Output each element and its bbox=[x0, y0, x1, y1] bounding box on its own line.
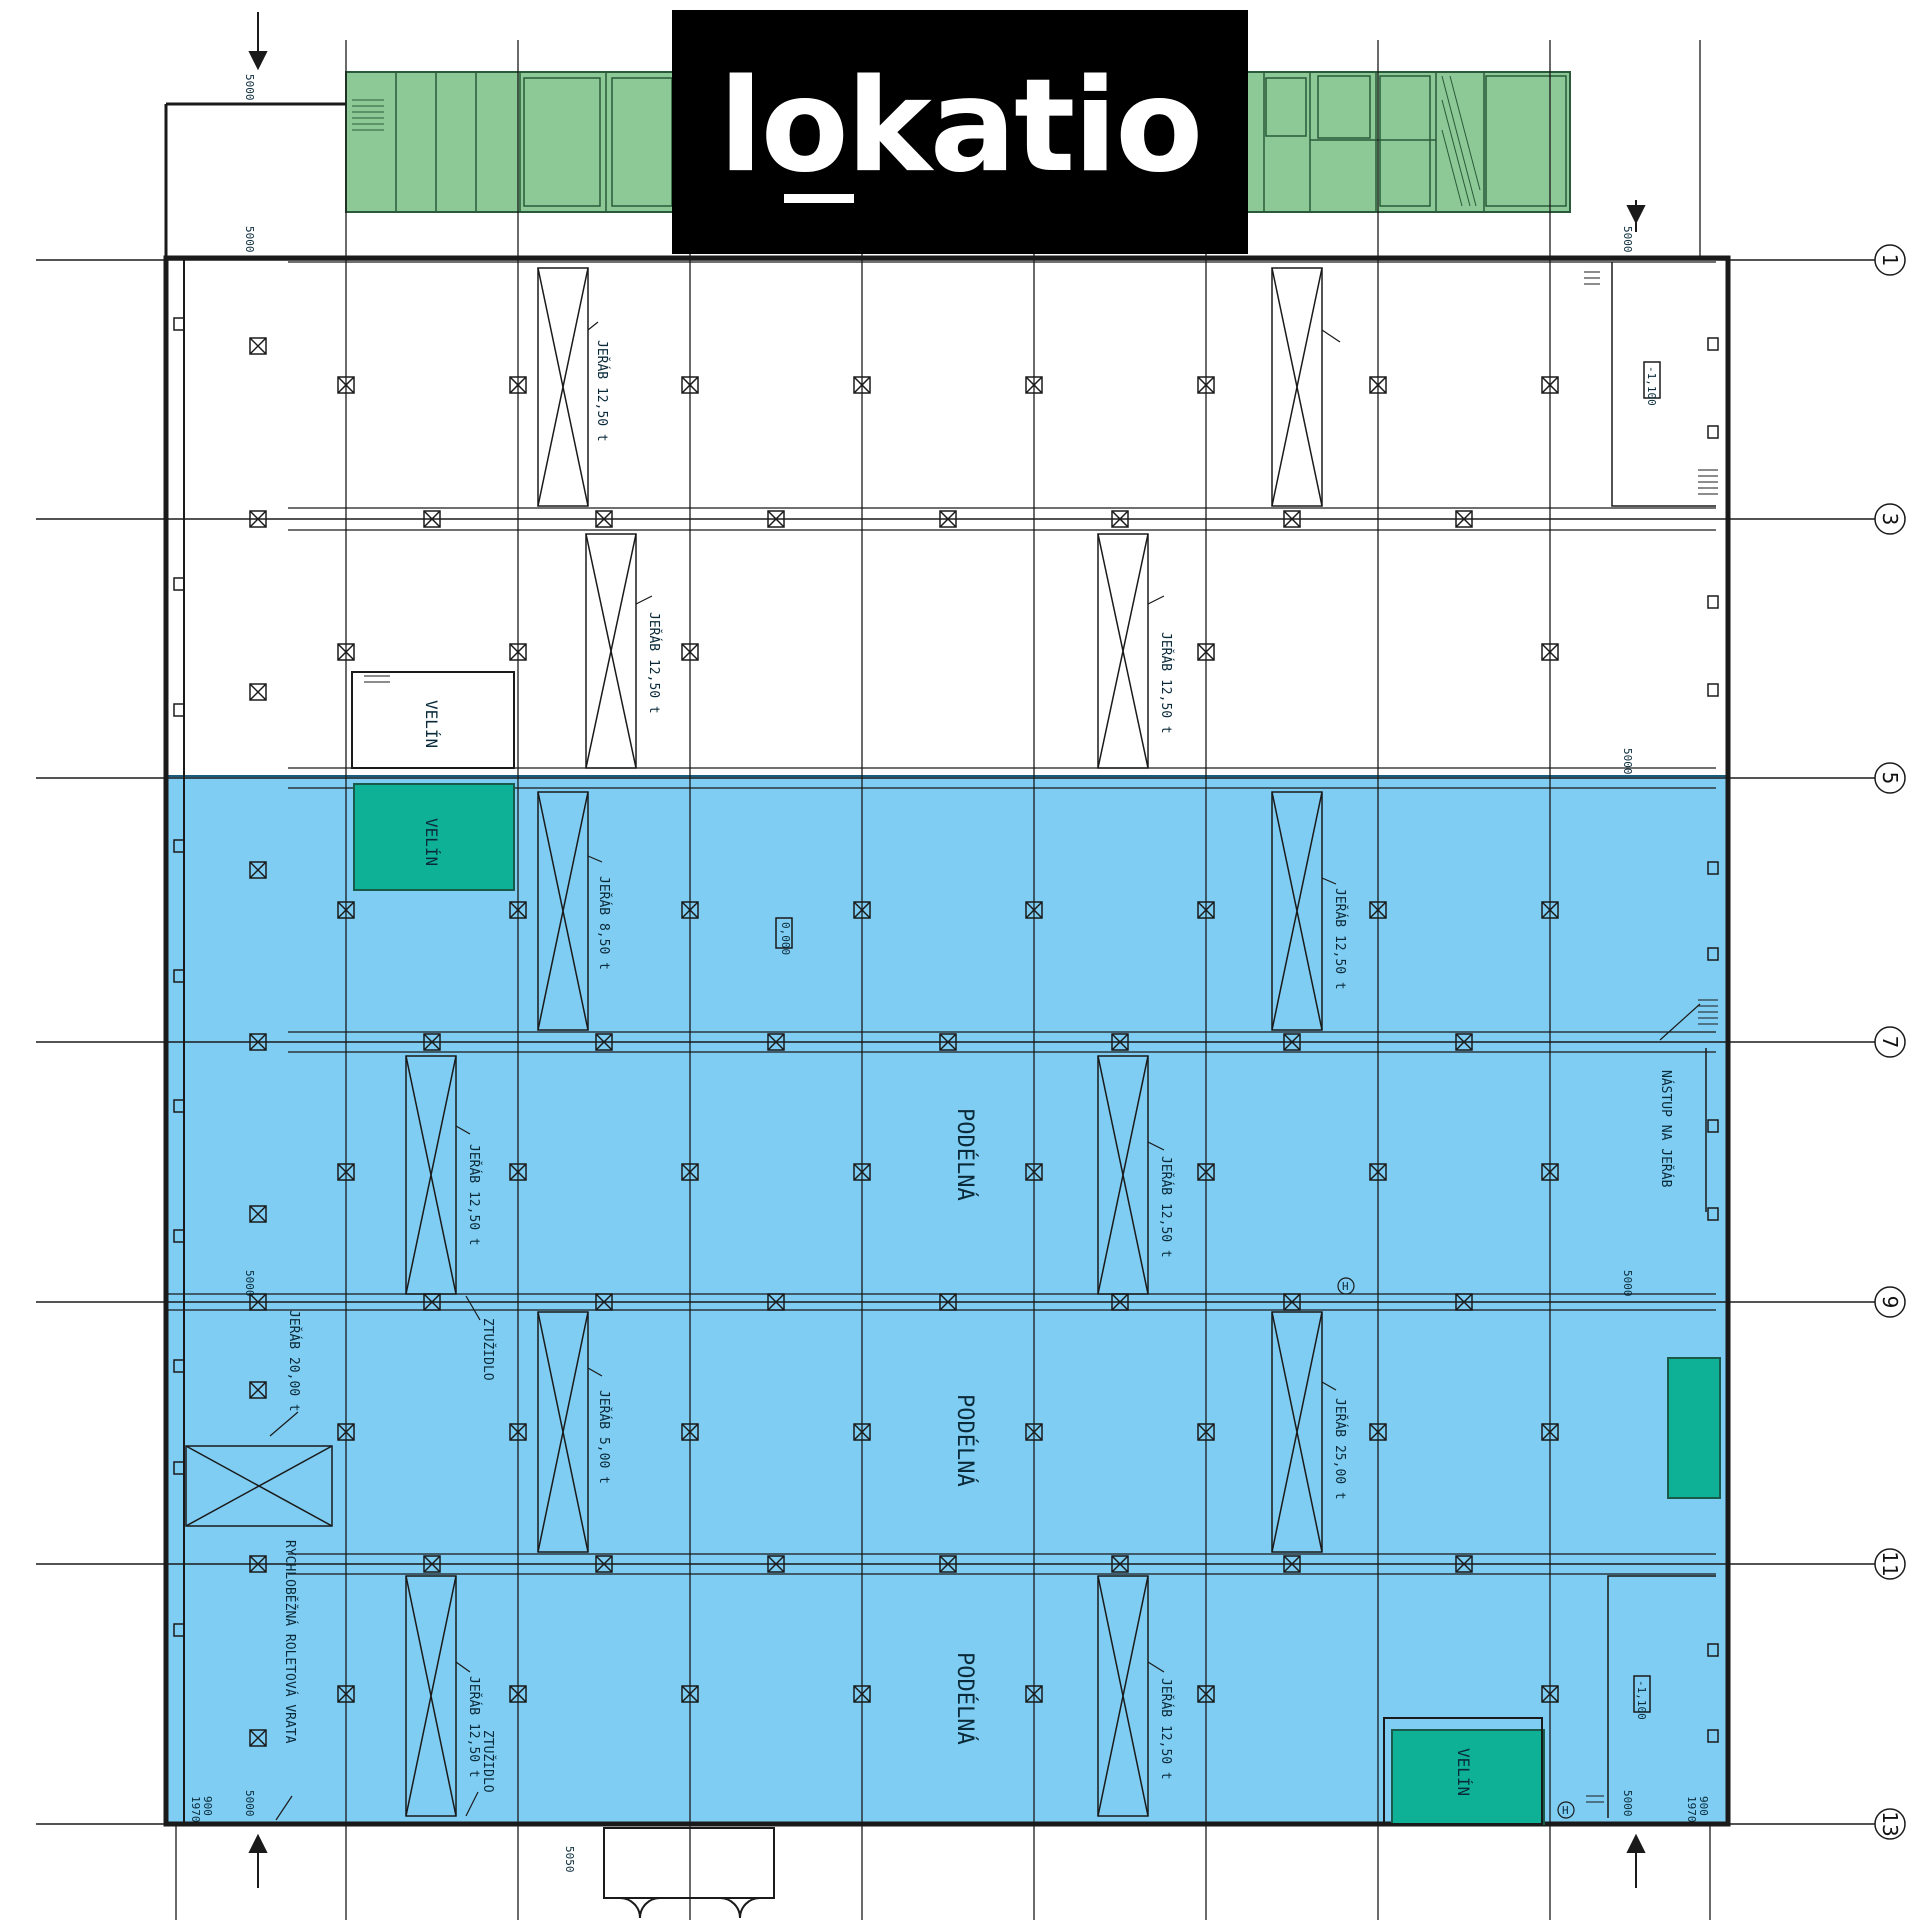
crane-label: JEŘÁB 12,50 t bbox=[1332, 888, 1348, 990]
dimension-label: 5000 bbox=[1621, 226, 1634, 253]
crane-label: JEŘÁB 25,00 t bbox=[1332, 1398, 1348, 1500]
dimension-label: 5000 bbox=[243, 226, 256, 253]
crane-access-label: NÁSTUP NA JEŘÁB bbox=[1658, 1070, 1674, 1188]
hydrant-label: H bbox=[1562, 1804, 1569, 1817]
crane-label: JEŘÁB 12,50 t bbox=[1158, 632, 1174, 734]
crane-label: JEŘÁB 12,50 t bbox=[594, 340, 610, 442]
dimension-label: 1970 bbox=[1685, 1796, 1698, 1823]
level-label: -1,100 bbox=[1635, 1680, 1648, 1720]
fast-door-label: RYCHLOBĚŽNÁ ROLETOVÁ VRATA bbox=[282, 1540, 298, 1744]
logo-text: lokatio bbox=[718, 51, 1203, 201]
axis-label-11: 11 bbox=[1878, 1551, 1902, 1576]
control-room-teal-1 bbox=[353, 783, 515, 891]
control-room-label: VELÍN bbox=[422, 818, 441, 866]
stiffener-label: ZTUŽIDLO bbox=[480, 1318, 496, 1381]
axis-label-3: 3 bbox=[1878, 513, 1902, 526]
dimension-label: 5000 bbox=[1621, 1270, 1634, 1297]
dimension-label: 5000 bbox=[243, 1790, 256, 1817]
crane-label: JEŘÁB 12,50 t bbox=[466, 1144, 482, 1246]
axis-label-5: 5 bbox=[1878, 772, 1902, 785]
dimension-label: 5050 bbox=[563, 1846, 576, 1873]
dimension-label: 5000 bbox=[243, 1270, 256, 1297]
control-room-label: VELÍN bbox=[1454, 1748, 1473, 1796]
dimension-label: 1970 bbox=[189, 1796, 202, 1823]
axis-label-7: 7 bbox=[1878, 1036, 1902, 1049]
crane-label: JEŘÁB 12,50 t bbox=[1158, 1156, 1174, 1258]
office-annex-left bbox=[345, 71, 677, 213]
level-label: 0,000 bbox=[779, 922, 792, 955]
longitudinal-label: PODÉLNÁ bbox=[952, 1108, 978, 1201]
dimension-label: 5000 bbox=[243, 74, 256, 101]
brand-logo: lokatio bbox=[672, 10, 1248, 254]
crane-label: JEŘÁB 12,50 t bbox=[466, 1676, 482, 1778]
axis-label-13: 13 bbox=[1878, 1811, 1902, 1836]
dimension-label: 900 bbox=[1697, 1796, 1710, 1816]
dimension-label: 5000 bbox=[1621, 748, 1634, 775]
crane-label: JEŘÁB 5,00 t bbox=[596, 1390, 612, 1484]
level-label: -1,100 bbox=[1645, 366, 1658, 406]
longitudinal-label: PODÉLNÁ bbox=[952, 1652, 978, 1745]
hydrant-label: H bbox=[1342, 1280, 1349, 1293]
control-room-teal-3 bbox=[1391, 1729, 1545, 1825]
control-room-teal-2 bbox=[1667, 1357, 1721, 1499]
control-room-label: VELÍN bbox=[422, 700, 441, 748]
crane-label: JEŘÁB 12,50 t bbox=[646, 612, 662, 714]
dimension-label: 5000 bbox=[1621, 1790, 1634, 1817]
stiffener-label: ZTUŽIDLO bbox=[480, 1730, 496, 1793]
longitudinal-label: PODÉLNÁ bbox=[952, 1394, 978, 1487]
crane-label: JEŘÁB 8,50 t bbox=[596, 876, 612, 970]
office-annex-right bbox=[1245, 71, 1571, 213]
crane-label: JEŘÁB 12,50 t bbox=[1158, 1678, 1174, 1780]
axis-label-9: 9 bbox=[1878, 1296, 1902, 1309]
axis-label-1: 1 bbox=[1878, 254, 1902, 267]
crane-label: JEŘÁB 20,00 t bbox=[286, 1310, 302, 1412]
logo-underline-mark bbox=[784, 194, 854, 203]
dimension-label: 900 bbox=[201, 1796, 214, 1816]
control-room-upper bbox=[351, 671, 515, 769]
